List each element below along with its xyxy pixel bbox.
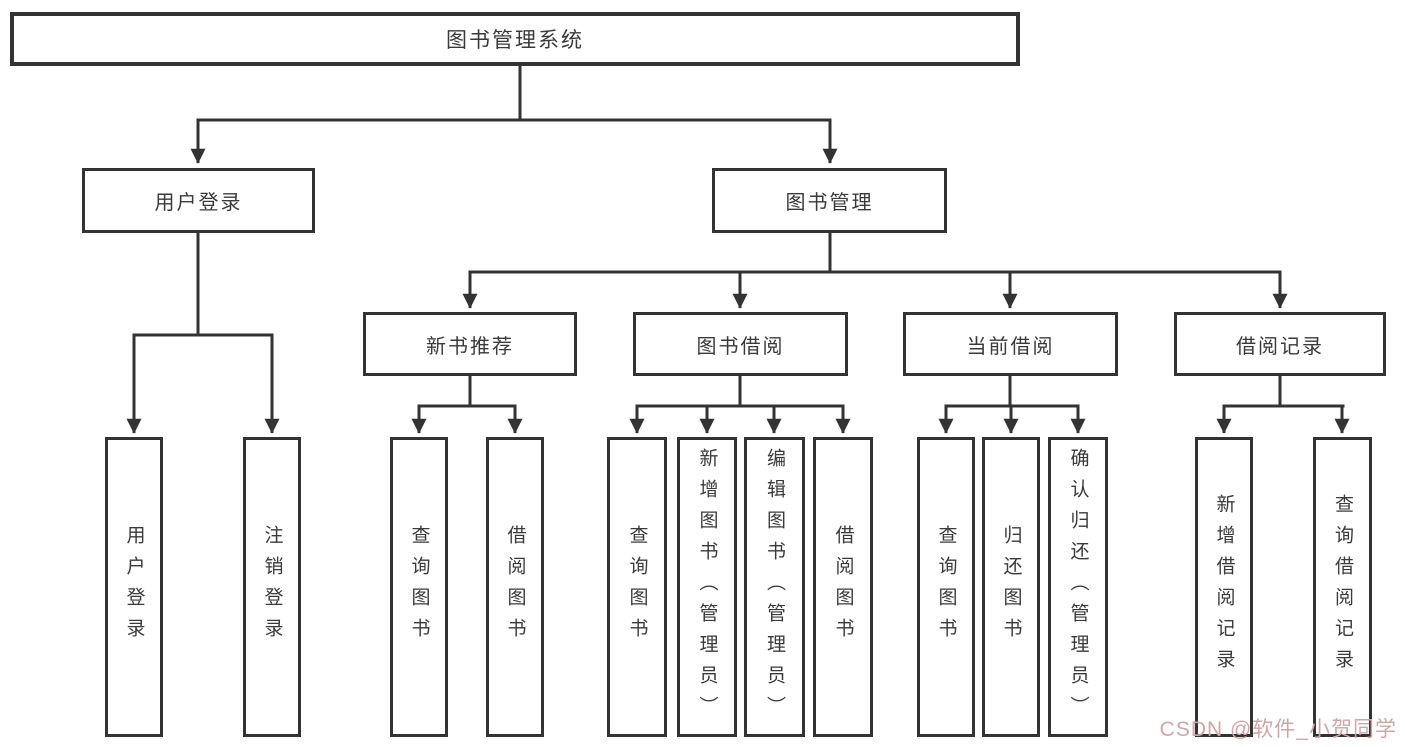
node-current-borrow: 当前借阅 [903,312,1118,376]
watermark: CSDN @软件_小贺同学 [1159,718,1397,741]
leaf-borrow-books-recommend-label: 借阅图书 [504,525,526,649]
node-book-management-label: 图书管理 [785,192,874,214]
leaf-query-borrow-record: 查询借阅记录 [1313,437,1372,737]
node-library-system: 图书管理系统 [10,12,1020,66]
leaf-add-borrow-record: 新增借阅记录 [1195,437,1253,737]
leaf-user-login: 用户登录 [105,437,163,737]
node-user-login: 用户登录 [82,168,315,233]
node-user-login-label: 用户登录 [154,192,243,214]
leaf-borrow-books: 借阅图书 [813,437,873,737]
leaf-borrow-books-recommend: 借阅图书 [486,437,544,737]
leaf-query-books-recommend: 查询图书 [390,437,448,737]
node-new-book-recommend-label: 新书推荐 [426,335,514,358]
node-book-borrow-label: 图书借阅 [696,335,785,358]
leaf-add-books-admin-label: 新增图书（管理员） [696,447,718,727]
leaf-user-login-label: 用户登录 [123,525,145,649]
node-current-borrow-label: 当前借阅 [966,335,1055,358]
leaf-logout: 注销登录 [243,437,301,737]
leaf-edit-books-admin: 编辑图书（管理员） [744,437,805,737]
leaf-query-books-recommend-label: 查询图书 [408,525,430,649]
leaf-add-books-admin: 新增图书（管理员） [677,437,737,737]
node-new-book-recommend: 新书推荐 [363,312,577,376]
leaf-logout-label: 注销登录 [261,525,283,649]
leaf-confirm-return-admin-label: 确认归还（管理员） [1067,447,1089,727]
leaf-return-books-label: 归还图书 [1000,525,1022,649]
node-borrow-records-label: 借阅记录 [1236,335,1324,358]
leaf-query-books: 查询图书 [607,437,667,737]
leaf-return-books: 归还图书 [982,437,1040,737]
leaf-borrow-books-label: 借阅图书 [832,525,854,649]
leaf-query-books-current: 查询图书 [917,437,975,737]
node-library-system-label: 图书管理系统 [446,29,584,52]
node-book-borrow: 图书借阅 [633,312,848,376]
node-borrow-records: 借阅记录 [1174,312,1386,376]
leaf-query-books-current-label: 查询图书 [935,525,957,649]
leaf-query-books-label: 查询图书 [626,525,648,649]
leaf-query-borrow-record-label: 查询借阅记录 [1332,494,1353,680]
leaf-add-borrow-record-label: 新增借阅记录 [1213,494,1235,680]
node-book-management: 图书管理 [712,168,947,233]
leaf-edit-books-admin-label: 编辑图书（管理员） [764,447,785,727]
leaf-confirm-return-admin: 确认归还（管理员） [1048,437,1108,737]
